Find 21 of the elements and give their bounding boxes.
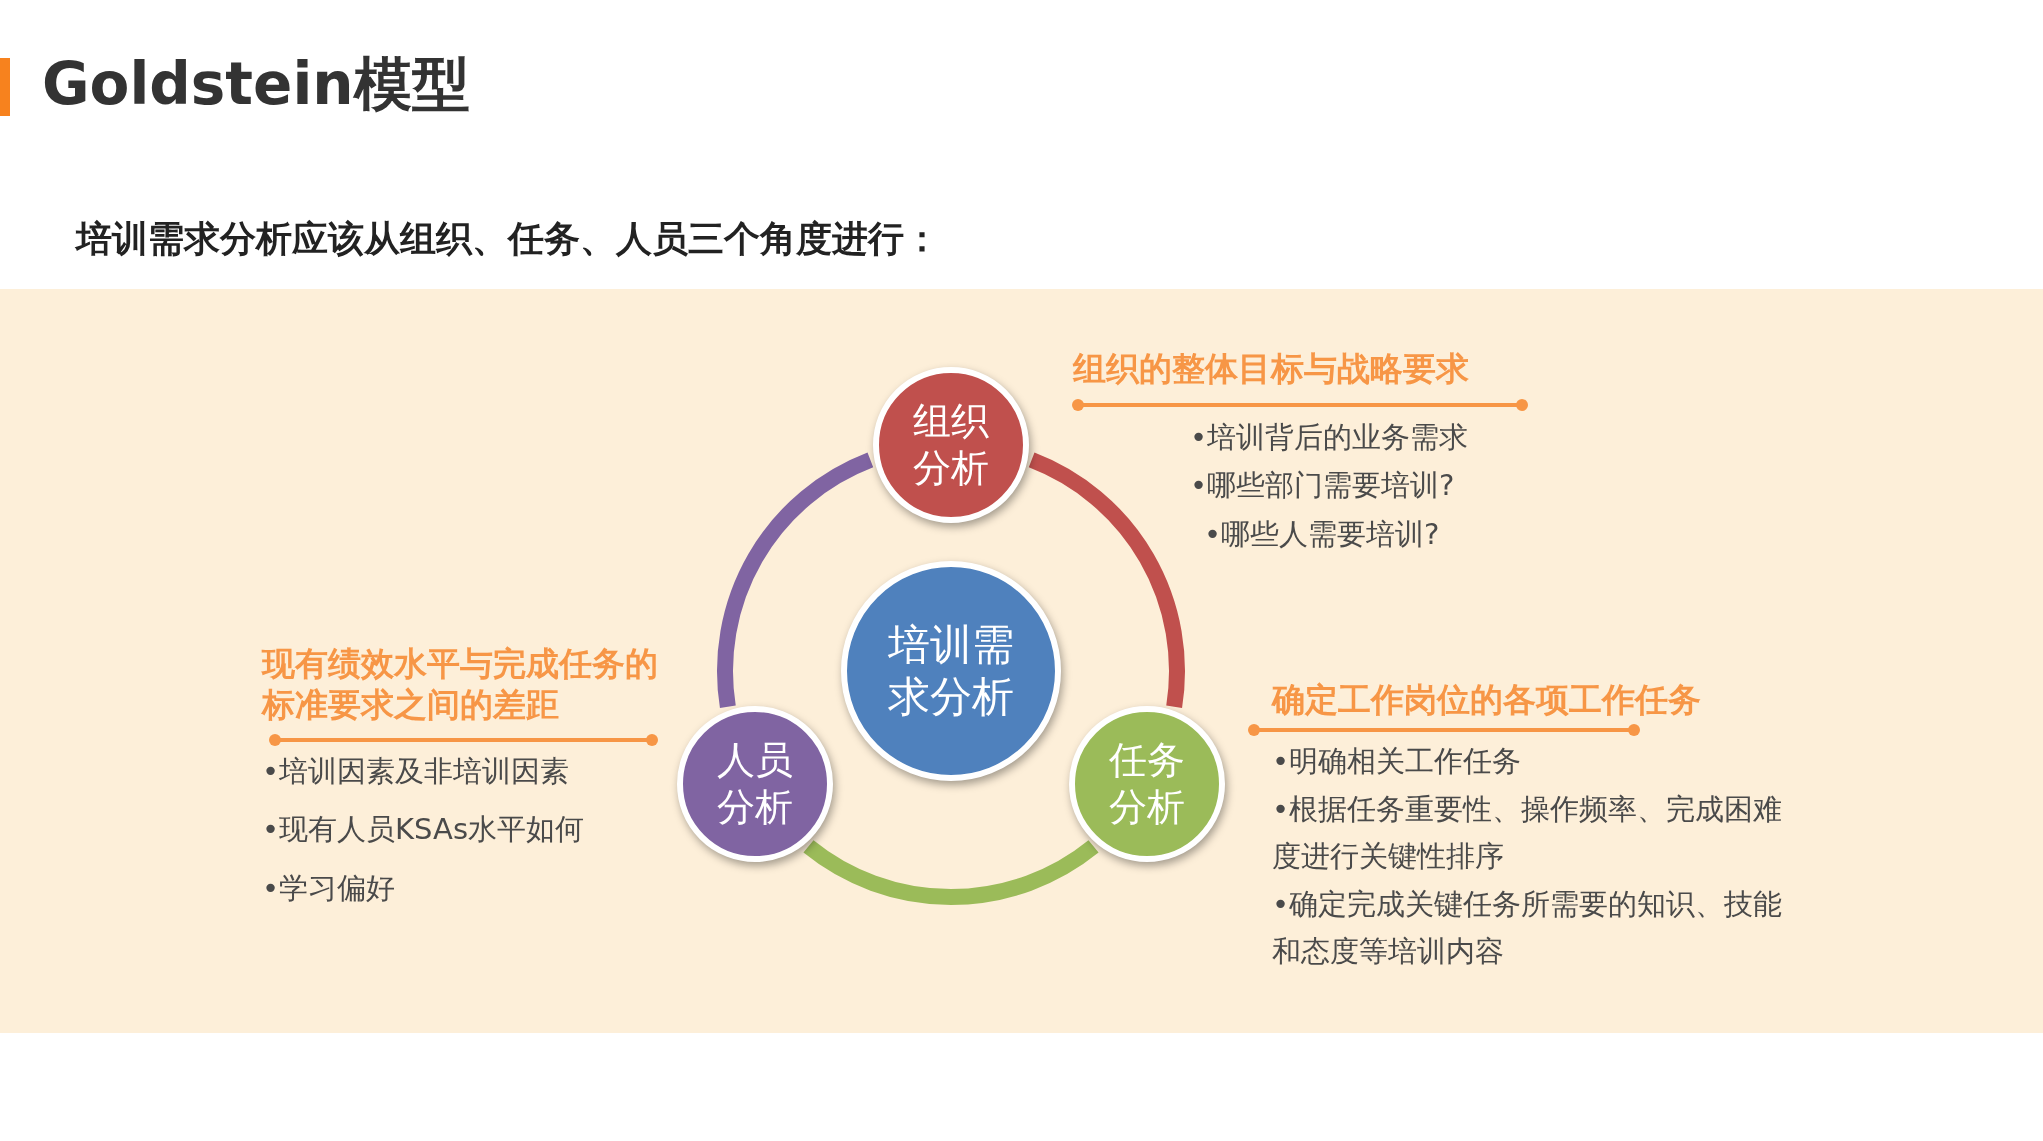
title: Goldstein模型: [42, 49, 470, 120]
bullet-text: •明确相关工作任务: [1272, 743, 1523, 780]
heading-text: 确定工作岗位的各项工作任务: [1272, 679, 1702, 721]
node-label: 任务分析: [1107, 736, 1186, 831]
heading-text: 现有绩效水平与完成任务的标准要求之间的差距: [262, 643, 659, 726]
node-label: 组织分析: [912, 397, 990, 492]
bullet-text: •现有人员KSAs水平如何: [262, 811, 586, 849]
bullet-text: •培训因素及非培训因素: [262, 753, 571, 790]
bullet-text: •确定完成关键任务所需要的知识、技能和态度等培训内容: [1272, 886, 1784, 970]
bullet-text: •根据任务重要性、操作频率、完成困难度进行关键性排序: [1272, 791, 1784, 875]
node-label: 人员分析: [716, 736, 795, 831]
bullet-text: •培训背后的业务需求: [1190, 419, 1470, 456]
node-label: 培训需求分析: [887, 618, 1015, 723]
ring-arc: [1028, 452, 1185, 708]
bullet-text: •学习偏好: [262, 869, 397, 907]
bullet-text: •哪些人需要培训?: [1203, 515, 1441, 553]
ring-arc: [803, 839, 1099, 905]
subtitle-text: 培训需求分析应该从组织、任务、人员三个角度进行：: [76, 217, 940, 261]
ring-arc: [717, 452, 874, 708]
heading-text: 组织的整体目标与战略要求: [1073, 348, 1470, 390]
bullet-text: •哪些部门需要培训?: [1190, 467, 1456, 505]
